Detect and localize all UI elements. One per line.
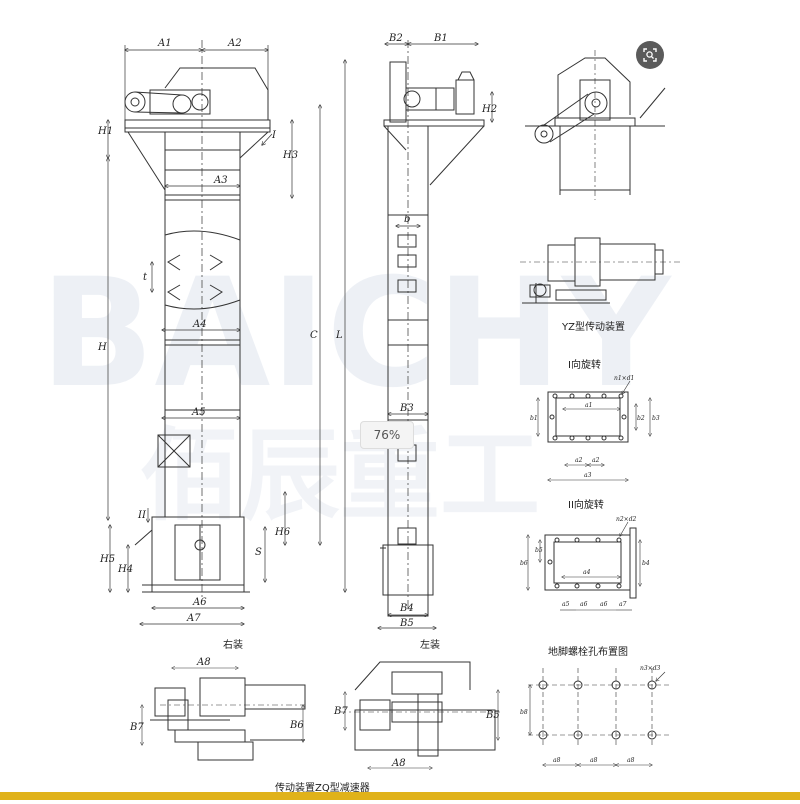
dim-a5-flange: a5	[562, 601, 570, 608]
dim-a4-flange: a4	[583, 569, 591, 576]
dim-b6: B6	[289, 720, 304, 731]
anchor-bolt-layout	[528, 668, 670, 748]
left-mount-drive-view	[340, 661, 500, 757]
dim-a2-flange: a2	[575, 457, 583, 464]
caption-left-mount: 左装	[420, 638, 440, 651]
caption-view-i: I向旋转	[568, 358, 601, 371]
dim-b6-flange: b6	[520, 560, 528, 567]
right-mount-dimensions	[142, 668, 303, 745]
dim-n1d1: n1×d1	[614, 375, 634, 382]
dim-b3-flange: b3	[652, 415, 660, 422]
dim-a6-flange: a6	[580, 601, 588, 608]
dim-a6b-flange: a6	[600, 601, 608, 608]
dim-a7: A7	[186, 613, 201, 624]
dim-a8-3: a8	[627, 757, 635, 764]
dim-t: t	[143, 272, 148, 283]
dim-a3: A3	[213, 175, 228, 186]
flange-i-view	[547, 391, 629, 443]
dim-b4: B4	[399, 603, 414, 614]
left-mount-dimensions	[345, 690, 498, 768]
flange-ii-view	[544, 527, 637, 599]
dim-b5-left: B5	[485, 710, 500, 721]
side-dimensions	[378, 44, 492, 628]
caption-right-mount: 右装	[223, 638, 243, 651]
dim-h4: H4	[117, 564, 133, 575]
front-dimensions	[108, 45, 345, 624]
dim-b2: B2	[388, 33, 403, 44]
lens-search-icon	[643, 48, 657, 62]
zoom-indicator: 76%	[360, 421, 414, 449]
captions: 右装 左装 YZ型传动装置 I向旋转 II向旋转 地脚螺栓孔布置图 传动装置ZQ…	[223, 320, 628, 794]
dim-a2: A2	[227, 38, 242, 49]
dim-b1-flange: b1	[530, 415, 538, 422]
dim-a8-right: A8	[196, 657, 211, 668]
dim-a7-flange: a7	[619, 601, 627, 608]
dim-b4-flange: b4	[642, 560, 650, 567]
yz-drive-view	[520, 237, 680, 304]
side-view	[380, 40, 485, 617]
dim-a2b-flange: a2	[592, 457, 600, 464]
dim-b1: B1	[433, 33, 448, 44]
dim-a6: A6	[192, 597, 207, 608]
dim-a8-2: a8	[590, 757, 598, 764]
caption-view-ii: II向旋转	[568, 498, 604, 511]
dim-c: C	[310, 330, 318, 341]
dim-s: S	[255, 547, 262, 558]
dim-h1: H1	[97, 126, 113, 137]
head-detail-view	[525, 50, 666, 200]
bottom-accent-bar	[0, 792, 800, 800]
caption-anchor-layout: 地脚螺栓孔布置图	[548, 645, 628, 658]
dim-n3d3: n3×d3	[640, 665, 661, 672]
dim-h3: H3	[282, 150, 298, 161]
dim-b5-flange: b5	[535, 547, 543, 554]
dim-i: I	[271, 130, 277, 141]
dim-a1: A1	[157, 38, 172, 49]
flange-i-dimensions	[538, 380, 650, 480]
visual-search-button[interactable]	[636, 41, 664, 69]
dim-a5: A5	[191, 407, 206, 418]
dim-b: b	[404, 214, 410, 225]
dimension-labels: A1 A2 A3 A4 A5 A6 A7 H1 H H3 C L H5 H4 H…	[97, 33, 661, 769]
dim-a3-flange: a3	[584, 472, 592, 479]
dim-h2: H2	[481, 104, 497, 115]
dim-ii: II	[137, 510, 147, 521]
dim-b8: b8	[520, 709, 528, 716]
flange-ii-dimensions	[528, 521, 640, 611]
dim-b5: B5	[399, 618, 414, 629]
dim-a1-flange: a1	[585, 402, 592, 409]
watermark-latin: BAICHY	[40, 247, 673, 421]
dim-l: L	[335, 330, 343, 341]
watermark-chinese: 佰辰重工	[140, 417, 540, 534]
dim-a4: A4	[192, 319, 207, 330]
dim-h6: H6	[274, 527, 291, 538]
dim-n2d2: n2×d2	[616, 516, 637, 523]
front-view	[124, 40, 271, 600]
dim-a8-1: a8	[553, 757, 561, 764]
dim-b3: B3	[399, 403, 414, 414]
right-mount-drive-view	[150, 677, 306, 761]
dim-b2-flange: b2	[637, 415, 645, 422]
caption-yz-drive: YZ型传动装置	[561, 320, 625, 333]
dim-b7-left: B7	[333, 706, 348, 717]
dim-b7: B7	[129, 722, 144, 733]
caption-zq-drive: 传动装置ZQ型减速器	[275, 781, 370, 794]
dim-h5: H5	[99, 554, 115, 565]
dim-h: H	[97, 342, 107, 353]
anchor-dimensions	[530, 671, 666, 765]
dim-a8-left: A8	[391, 758, 406, 769]
